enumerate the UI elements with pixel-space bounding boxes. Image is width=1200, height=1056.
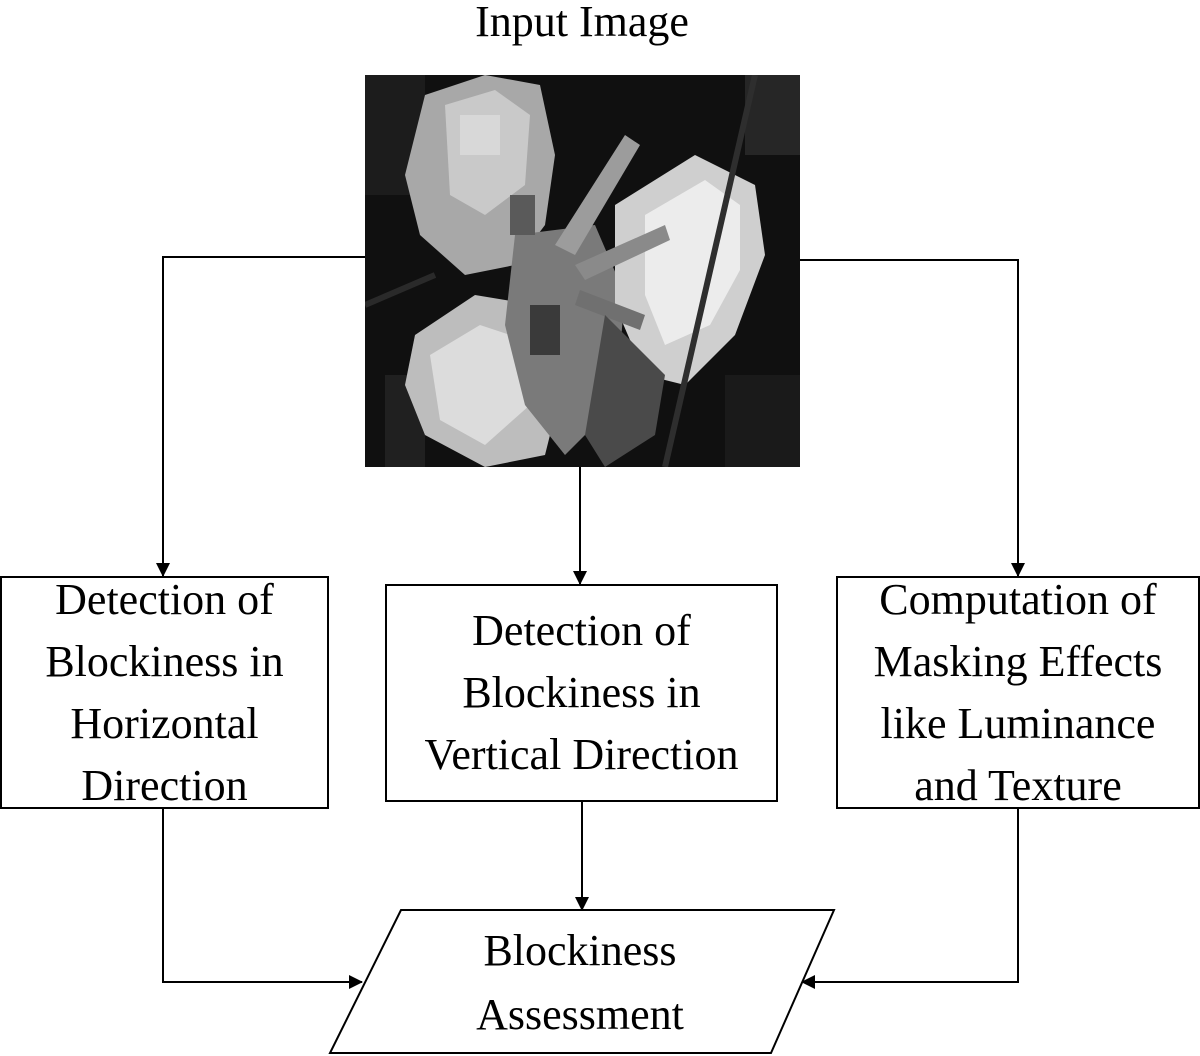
vertical-box-line-1: Detection of	[472, 606, 691, 655]
masking-box-line-2: Masking Effects	[873, 636, 1163, 686]
masking-box-line-1: Computation of	[879, 574, 1157, 624]
masking-box-line-3: like Luminance	[880, 698, 1156, 748]
arrow-image-to-horizontal	[156, 256, 365, 577]
masking-effects-box: Computation of Masking Effects like Lumi…	[836, 575, 1200, 810]
blockiness-assessment-node: Blockiness Assessment	[360, 910, 800, 1056]
vertical-box-line-2: Blockiness in	[462, 668, 701, 717]
horizontal-box-line-4: Direction	[81, 760, 248, 810]
horizontal-box-line-1: Detection of	[55, 574, 274, 624]
vertical-box-line-3: Vertical Direction	[424, 730, 739, 779]
flower-photo-icon	[365, 75, 800, 467]
assessment-parallelogram	[328, 909, 836, 1054]
assessment-line-1: Blockiness	[483, 926, 677, 975]
arrow-horizontal-to-assessment	[162, 808, 363, 989]
input-image-label: Input Image	[475, 0, 689, 46]
horizontal-blockiness-box: Detection of Blockiness in Horizontal Di…	[0, 575, 329, 810]
horizontal-box-line-2: Blockiness in	[45, 636, 284, 686]
masking-box-line-4: and Texture	[914, 760, 1122, 810]
vertical-blockiness-box: Detection of Blockiness in Vertical Dire…	[385, 584, 778, 802]
arrow-image-to-masking	[800, 259, 1025, 577]
horizontal-box-line-3: Horizontal	[70, 698, 259, 748]
arrow-masking-to-assessment	[801, 808, 1019, 989]
assessment-line-2: Assessment	[476, 990, 684, 1039]
